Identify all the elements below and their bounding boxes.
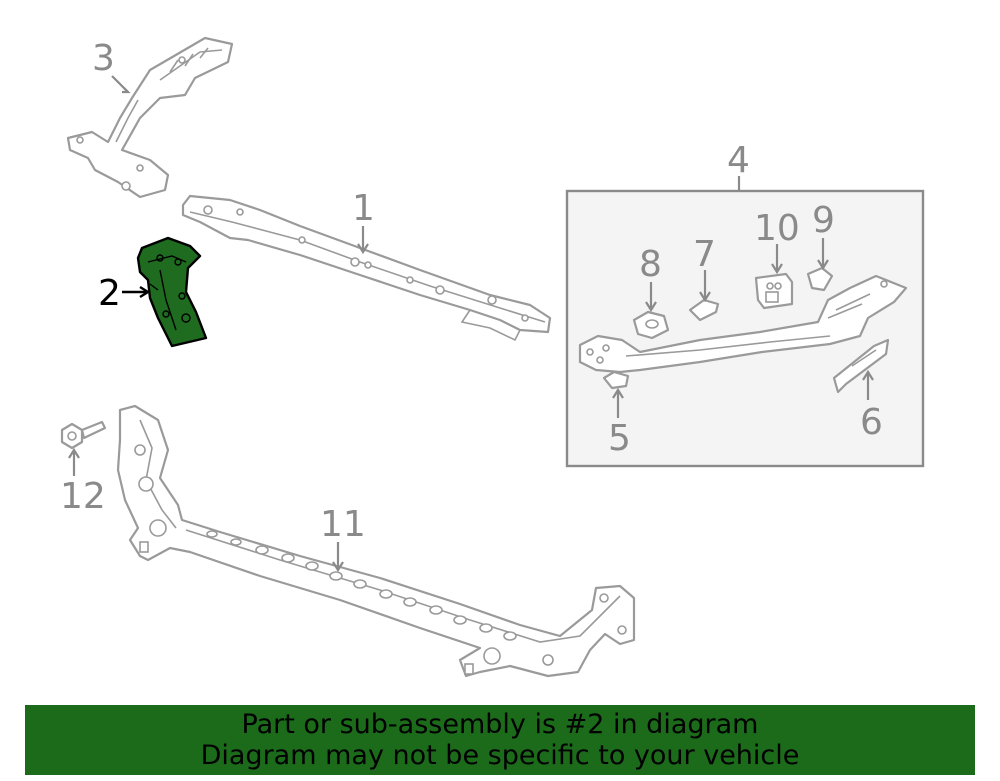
part-12-bolt[interactable] [60, 420, 107, 450]
callout-5: 5 [608, 418, 631, 459]
callout-9: 9 [812, 200, 835, 241]
callout-12: 12 [60, 476, 106, 517]
part-11-lower-crossmember[interactable] [116, 404, 636, 678]
callout-7: 7 [693, 234, 716, 275]
callout-6: 6 [860, 402, 883, 443]
part-1-upper-tie-bar[interactable] [181, 194, 552, 342]
part-4-subassembly-box[interactable] [565, 189, 925, 468]
banner-line-disclaimer: Diagram may not be specific to your vehi… [200, 740, 800, 771]
callout-2: 2 [98, 273, 121, 314]
part-2-side-bracket-highlighted[interactable] [136, 236, 208, 348]
banner-line-part-number: Part or sub-assembly is #2 in diagram [241, 709, 759, 740]
info-banner: Part or sub-assembly is #2 in diagram Di… [25, 705, 975, 775]
callout-11: 11 [320, 504, 366, 545]
callout-3: 3 [92, 38, 115, 79]
callout-1: 1 [352, 188, 375, 229]
part-7-bracket[interactable] [688, 298, 720, 322]
parts-diagram: 3 1 2 4 8 7 10 9 5 6 12 11 [60, 36, 925, 678]
part-10-bracket[interactable] [754, 272, 794, 310]
part-3-upper-bracket[interactable] [66, 36, 234, 199]
part-6-plate[interactable] [832, 338, 890, 394]
callout-4: 4 [727, 140, 750, 181]
callout-10: 10 [754, 208, 800, 249]
leader-lines [68, 75, 874, 573]
part-5-spacer[interactable] [602, 370, 630, 390]
callout-8: 8 [639, 244, 662, 285]
part-9-clip[interactable] [806, 266, 834, 292]
